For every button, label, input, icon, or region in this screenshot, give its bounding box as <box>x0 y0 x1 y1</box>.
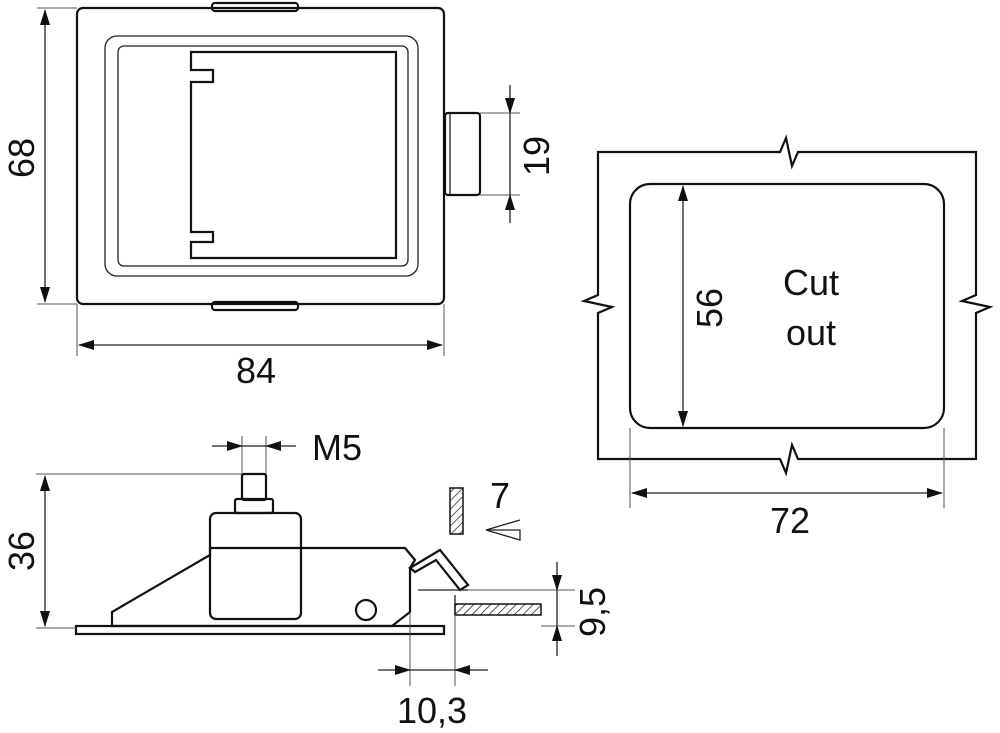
dim-72-label: 72 <box>770 500 810 541</box>
dim-10-3-label: 10,3 <box>397 690 467 731</box>
panel-section-upper <box>449 487 464 535</box>
dim-7-label: 7 <box>490 475 510 516</box>
dim-84-label: 84 <box>236 350 276 391</box>
latch-tongue <box>408 548 470 592</box>
panel-outline <box>580 134 994 477</box>
dim-9-5-label: 9,5 <box>572 587 613 637</box>
insert-arrow-icon <box>485 519 521 541</box>
side-tab <box>443 111 482 197</box>
stud <box>240 472 268 502</box>
dim-19-label: 19 <box>516 136 557 176</box>
nut <box>233 497 275 515</box>
inner-bezel-outer <box>104 35 419 277</box>
bottom-tab <box>210 300 300 312</box>
dim-m5-label: M5 <box>312 427 362 468</box>
dim-56-label: 56 <box>689 288 730 328</box>
dim-68-label: 68 <box>1 138 42 178</box>
latch-body <box>110 546 417 628</box>
pivot-hole <box>354 598 378 622</box>
housing-block <box>208 511 303 621</box>
side-view: M5 36 7 9,5 10,3 <box>1 427 613 731</box>
inner-bezel-inner <box>117 45 409 267</box>
base-plate <box>74 624 446 636</box>
cutout-label-line1: Cut <box>783 262 839 303</box>
cutout-view: Cut out 56 72 <box>580 134 994 541</box>
cutout-opening <box>628 182 946 430</box>
cutout-label-line2: out <box>786 312 836 353</box>
front-view: 68 84 19 <box>1 1 557 391</box>
dim-36-label: 36 <box>1 531 42 571</box>
panel-section-lower <box>454 603 542 616</box>
paddle <box>189 50 398 260</box>
